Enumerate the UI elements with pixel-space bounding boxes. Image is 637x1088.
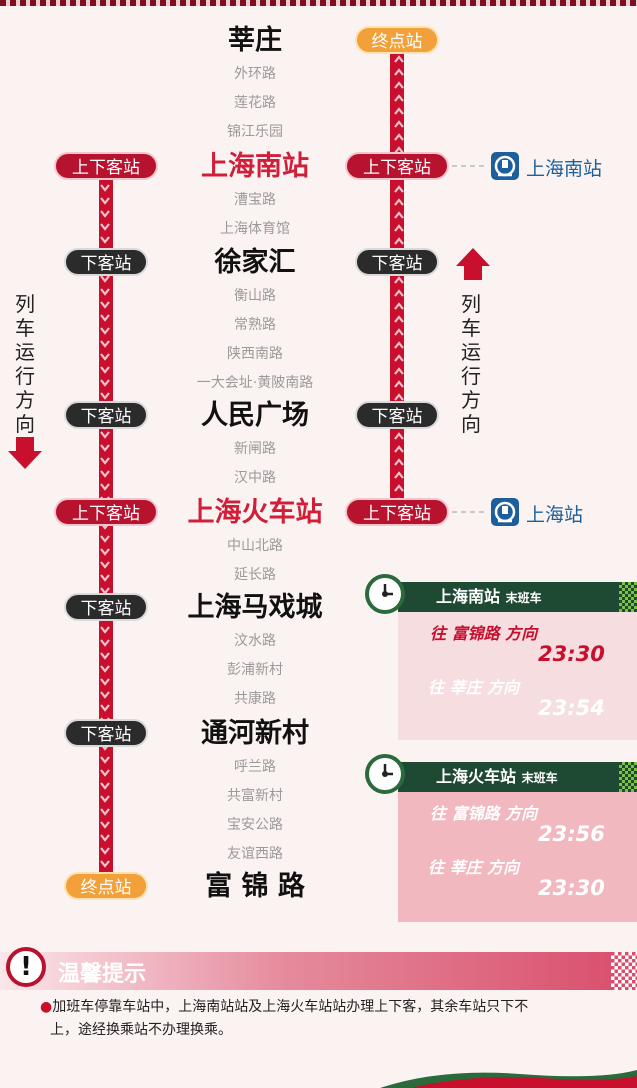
rail-station-name: 上海南站	[526, 158, 603, 180]
last-train-header: 上海火车站 末班车	[398, 762, 637, 792]
station-major: 富 锦 路	[205, 870, 305, 902]
left_badges-badge: 下客站	[64, 719, 148, 747]
last-train-direction: 往 莘庄 方向	[428, 678, 520, 697]
station-major: 上海南站	[201, 150, 309, 182]
tips-checker	[611, 952, 637, 990]
station-major: 通河新村	[201, 717, 309, 749]
station-minor: 共富新村	[227, 788, 283, 804]
station-minor: 陕西南路	[227, 346, 283, 362]
right_badges-badge: 下客站	[355, 401, 439, 429]
last-train-time: 23:54	[538, 696, 605, 720]
station-minor: 新闸路	[234, 441, 276, 457]
station-minor: 一大会址·黄陂南路	[196, 375, 314, 391]
last-train-header: 上海南站 末班车	[398, 582, 637, 612]
left_badges-badge: 上下客站	[54, 498, 158, 526]
arrow-up-icon	[456, 248, 490, 280]
direction-text: 列车运行方向	[15, 292, 35, 436]
station-minor: 外环路	[234, 66, 276, 82]
station-minor: 彭浦新村	[227, 662, 283, 678]
header-checker	[619, 582, 637, 612]
right_badges-badge: 上下客站	[345, 498, 449, 526]
railway-icon	[491, 152, 519, 180]
station-minor: 共康路	[234, 691, 276, 707]
station-major: 人民广场	[201, 399, 309, 431]
left_badges-badge: 上下客站	[54, 152, 158, 180]
station-minor: 漕宝路	[234, 192, 276, 208]
clock-icon	[365, 754, 405, 794]
last-train-suffix: 末班车	[505, 591, 542, 605]
header-checker	[619, 762, 637, 792]
station-minor: 呼兰路	[234, 759, 276, 775]
bottom-decoration	[380, 1070, 637, 1088]
exclamation-icon: !	[6, 947, 46, 987]
station-major: 上海火车站	[187, 496, 323, 528]
station-minor: 宝安公路	[227, 817, 283, 833]
right_badges-badge: 下客站	[355, 248, 439, 276]
direction-text: 列车运行方向	[461, 292, 481, 436]
tips-text: ●加班车停靠车站中，上海南站站及上海火车站站办理上下客，其余车站只下不上，途经换…	[40, 999, 529, 1038]
last-train-time: 23:30	[538, 642, 605, 666]
station-minor: 锦江乐园	[227, 124, 283, 140]
station-minor: 友谊西路	[227, 846, 283, 862]
clock-icon	[365, 574, 405, 614]
railway-icon	[491, 498, 519, 526]
last-train-station: 上海火车站	[436, 767, 517, 786]
station-minor: 汉中路	[234, 470, 276, 486]
rail-station-name: 上海站	[526, 504, 584, 526]
top-border	[0, 0, 637, 6]
right_badges-badge: 上下客站	[345, 152, 449, 180]
station-minor: 汶水路	[234, 633, 276, 649]
tips-body-text: 加班车停靠车站中，上海南站站及上海火车站站办理上下客，其余车站只下不上，途经换乘…	[50, 999, 529, 1038]
right_badges-badge: 终点站	[355, 26, 439, 54]
station-major: 上海马戏城	[187, 591, 323, 623]
station-minor: 衡山路	[234, 288, 276, 304]
last-train-suffix: 末班车	[521, 771, 558, 785]
last-train-time: 23:56	[538, 822, 605, 846]
station-major: 莘庄	[228, 24, 282, 56]
station-minor: 中山北路	[227, 538, 283, 554]
last-train-direction: 往 莘庄 方向	[428, 858, 520, 877]
tips-title: 温馨提示	[58, 962, 147, 987]
station-minor: 延长路	[234, 567, 276, 583]
last-train-direction: 往 富锦路 方向	[430, 804, 538, 823]
left_badges-badge: 终点站	[64, 872, 148, 900]
last-train-time: 23:30	[538, 876, 605, 900]
tips-bar	[0, 952, 637, 990]
station-minor: 莲花路	[234, 95, 276, 111]
left_badges-badge: 下客站	[64, 593, 148, 621]
last-train-station: 上海南站	[436, 587, 501, 606]
last-train-direction: 往 富锦路 方向	[430, 624, 538, 643]
station-minor: 上海体育馆	[220, 221, 290, 237]
left_badges-badge: 下客站	[64, 248, 148, 276]
station-minor: 常熟路	[234, 317, 276, 333]
left-track	[99, 166, 113, 886]
left_badges-badge: 下客站	[64, 401, 148, 429]
station-major: 徐家汇	[214, 246, 296, 278]
arrow-down-icon	[8, 437, 42, 469]
